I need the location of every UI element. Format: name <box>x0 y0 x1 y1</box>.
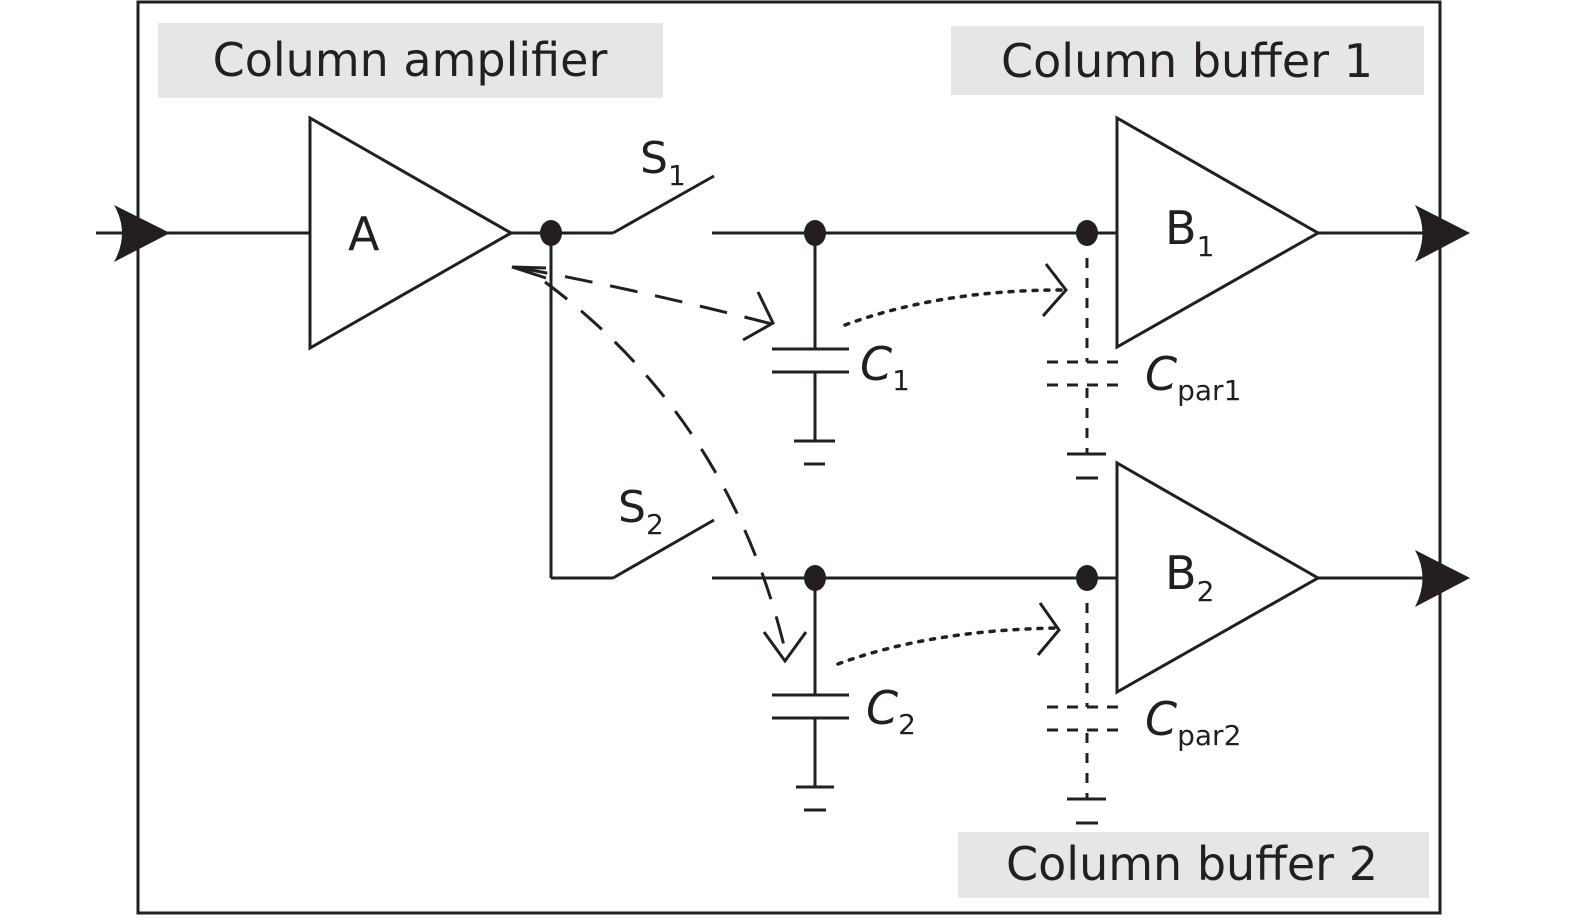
leakage-c1-to-cpar1 <box>843 288 1064 327</box>
switch-s2-blade[interactable] <box>612 518 715 580</box>
column-amplifier-banner <box>158 23 663 98</box>
cpar2-label: Cpar2 <box>1145 692 1241 752</box>
buffer-b1-symbol <box>1115 115 1322 350</box>
column-buffer-1-banner <box>951 26 1424 95</box>
leakage-c2-arrowhead-icon <box>1036 602 1061 656</box>
switch-s1-blade[interactable] <box>612 174 715 235</box>
b2-output-arrow-icon <box>1415 550 1470 607</box>
c1-label: C1 <box>860 337 910 397</box>
b1-output-arrow-icon <box>1415 205 1470 262</box>
buffer-b1-label: B1 <box>1165 201 1214 263</box>
switch-s1-label: S1 <box>640 133 686 192</box>
amplifier-a-symbol <box>308 115 515 351</box>
amplifier-a-label: A <box>348 207 380 261</box>
leakage-c1-arrowhead-icon <box>1041 263 1068 317</box>
charge-flow-to-c2-arrowhead-icon <box>762 631 808 664</box>
input-arrow-icon <box>114 205 170 262</box>
switch-s2-label: S2 <box>618 482 664 541</box>
charge-flow-origin-arrowhead-icon <box>511 265 547 280</box>
column-buffer-2-banner <box>958 832 1429 898</box>
charge-flow-to-c2 <box>544 280 787 651</box>
column-buffer-2-label: Column buffer 2 <box>1006 837 1378 891</box>
column-buffer-1-label: Column buffer 1 <box>1001 34 1373 88</box>
charge-flow-to-c1-arrowhead-icon <box>742 291 775 342</box>
cpar1-label: Cpar1 <box>1145 347 1241 407</box>
buffer-b2-symbol <box>1115 460 1322 695</box>
charge-flow-to-c1 <box>519 266 773 326</box>
column-amplifier-label: Column amplifier <box>213 33 608 87</box>
buffer-b2-label: B2 <box>1165 546 1214 608</box>
outer-frame <box>136 0 1442 915</box>
c2-label: C2 <box>866 681 916 741</box>
leakage-c2-to-cpar2 <box>836 626 1060 666</box>
